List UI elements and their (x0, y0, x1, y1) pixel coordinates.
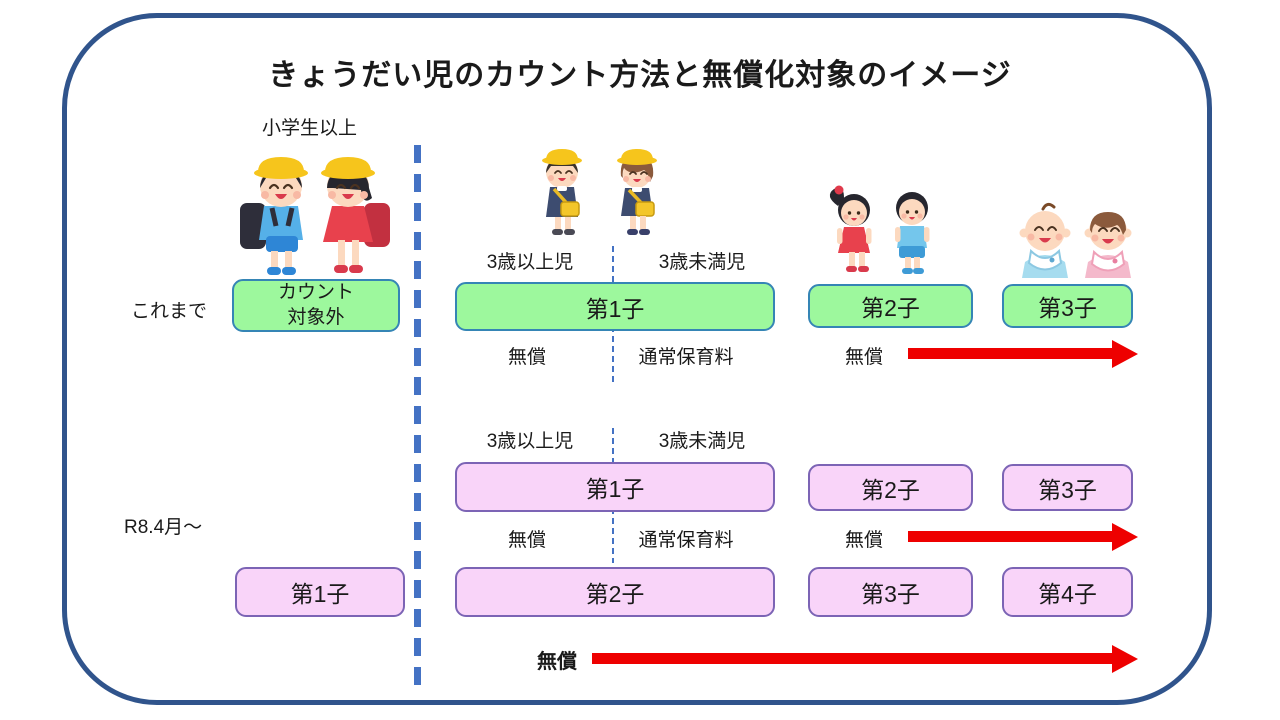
box-current-child-3: 第3子 (1002, 284, 1133, 328)
label-standard-fee-row1: 通常保育料 (638, 347, 734, 368)
slide-frame (62, 13, 1212, 705)
kindergarten-children-icon (515, 142, 690, 242)
box-future-count-3: 第3子 (808, 567, 973, 617)
box-not-counted-line2: 対象外 (287, 306, 345, 328)
elementary-school-children-icon (228, 148, 403, 281)
label-elementary-and-above: 小学生以上 (262, 118, 358, 139)
box-future-child-3: 第3子 (1002, 464, 1133, 511)
label-free-bottom: 無償 (537, 651, 577, 673)
baby-children-icon (1005, 200, 1150, 278)
label-free-row2-right: 無償 (844, 530, 884, 551)
label-period-future: R8.4月～ (124, 517, 203, 538)
box-future-count-2: 第2子 (455, 567, 775, 617)
box-current-child-1: 第1子 (455, 282, 775, 331)
label-age-over3-row2: 3歳以上児 (486, 431, 574, 452)
diagram-title: きょうだい児のカウント方法と無償化対象のイメージ (268, 59, 1012, 92)
free-extent-arrow-row1 (908, 348, 1112, 359)
box-current-child-2: 第2子 (808, 284, 973, 328)
label-free-row1: 無償 (507, 347, 547, 368)
label-free-row2: 無償 (507, 530, 547, 551)
box-future-count-1: 第1子 (235, 567, 405, 617)
label-standard-fee-row2: 通常保育料 (638, 530, 734, 551)
label-age-under3-row1: 3歳未満児 (658, 252, 746, 273)
box-not-counted-line1: カウント (277, 281, 354, 303)
free-extent-arrow-row2 (908, 531, 1112, 542)
free-extent-arrow-bottom (592, 653, 1112, 664)
box-future-child-1: 第1子 (455, 462, 775, 512)
box-future-child-2: 第2子 (808, 464, 973, 511)
label-free-row1-right: 無償 (844, 347, 884, 368)
label-age-over3-row1: 3歳以上児 (486, 252, 574, 273)
label-period-current: これまで (131, 301, 208, 322)
toddler-children-icon (812, 182, 957, 280)
label-age-under3-row2: 3歳未満児 (658, 431, 746, 452)
box-not-counted: カウント 対象外 (232, 279, 400, 332)
box-future-count-4: 第4子 (1002, 567, 1133, 617)
elementary-divider-dashed-line (414, 145, 421, 688)
